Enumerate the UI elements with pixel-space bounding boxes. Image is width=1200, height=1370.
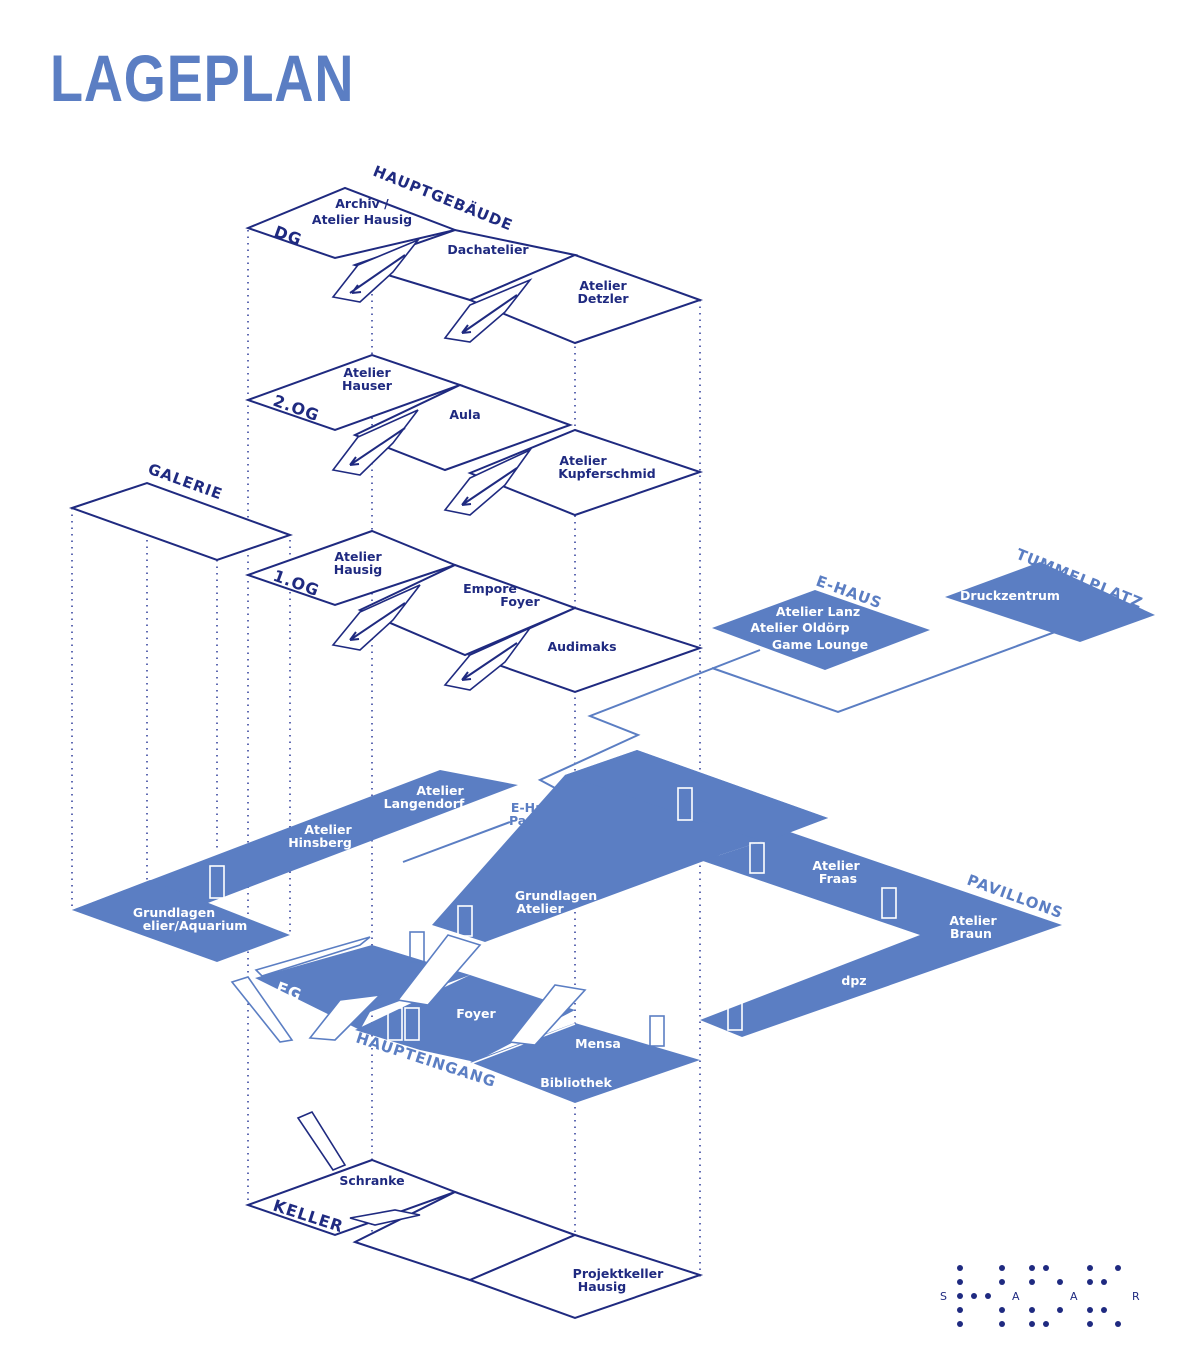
label-braun-1: Atelier xyxy=(949,913,997,928)
door-icon xyxy=(881,887,897,919)
door-icon xyxy=(749,842,765,874)
page-title: LAGEPLAN xyxy=(50,41,355,115)
label-schranke: Schranke xyxy=(339,1173,404,1188)
door-icon xyxy=(387,1007,403,1041)
logo-letter-s: S xyxy=(940,1290,947,1303)
door-icon xyxy=(209,865,225,899)
label-hauser-1: Atelier xyxy=(343,365,391,380)
room-projektkeller[interactable] xyxy=(467,1233,704,1320)
label-archiv-1: Archiv / xyxy=(335,196,389,211)
room-eg-west[interactable] xyxy=(255,945,470,1030)
label-dachatelier: Dachatelier xyxy=(447,242,529,257)
label-hausig-1: Atelier xyxy=(334,549,382,564)
label-empore-2: Foyer xyxy=(500,594,540,609)
logo-letter-a2: A xyxy=(1070,1290,1078,1303)
label-ehaus-2: Atelier Oldörp xyxy=(750,620,849,635)
label-braun-2: Braun xyxy=(950,926,992,941)
stairs-dg-1[interactable] xyxy=(331,238,421,303)
hbk-dot-mark xyxy=(957,1265,1121,1327)
label-projektkeller-1: Projektkeller xyxy=(573,1266,664,1281)
floor-2og: 2.OG Atelier Hauser Aula Atelier Kupfers… xyxy=(245,353,704,517)
label-fraas-2: Fraas xyxy=(819,871,857,886)
label-audimaks: Audimaks xyxy=(547,639,616,654)
label-grundlagen-2: Atelier xyxy=(516,901,564,916)
door-icon xyxy=(409,931,425,963)
room-e-haus[interactable] xyxy=(712,590,930,670)
label-aquarium-1: Grundlagen xyxy=(133,905,215,920)
label-bibliothek: Bibliothek xyxy=(540,1075,612,1090)
path-to-tummelplatz xyxy=(711,631,1056,714)
label-hinsberg-1: Atelier xyxy=(304,822,352,837)
room-druckzentrum[interactable] xyxy=(945,562,1155,642)
label-empore-1: Empore xyxy=(463,581,517,596)
stair-arrow-icon xyxy=(349,254,406,294)
stair-arrow-icon xyxy=(349,427,406,466)
pavillons: PAVILLONS Grundlagen Atelier Atelier Fra… xyxy=(432,750,1066,1037)
hbk-saar-logo: S A A R xyxy=(940,1265,1140,1327)
label-aula: Aula xyxy=(449,407,480,422)
stair-arrow-icon xyxy=(461,294,518,334)
pavillon-top[interactable] xyxy=(565,750,828,842)
label-mensa: Mensa xyxy=(575,1036,621,1051)
label-projektkeller-2: Hausig xyxy=(578,1279,626,1294)
label-ehaus-3: Game Lounge xyxy=(772,637,868,652)
label-detzler-1: Atelier xyxy=(579,278,627,293)
room-atelier-langendorf-hinsberg[interactable] xyxy=(72,770,518,925)
label-langendorf-2: Langendorf xyxy=(384,796,465,811)
room-audimaks[interactable] xyxy=(467,606,704,694)
label-kupferschmid-2: Kupferschmid xyxy=(558,466,655,481)
stairs-eg-1[interactable] xyxy=(308,993,383,1041)
room-galerie[interactable] xyxy=(68,481,294,562)
path-e-haus-passage xyxy=(402,821,511,863)
stairs-eg-left[interactable] xyxy=(230,976,294,1043)
door-icon xyxy=(404,1007,420,1041)
stair-arrow-icon xyxy=(461,467,518,506)
logo-letter-r: R xyxy=(1132,1290,1140,1303)
label-ehaus-1: Atelier Lanz xyxy=(776,604,860,619)
label-archiv-2: Atelier Hausig xyxy=(312,212,412,227)
door-icon xyxy=(649,1015,665,1047)
label-hausig-2: Hausig xyxy=(334,562,382,577)
label-dpz: dpz xyxy=(841,973,866,988)
label-druckzentrum: Druckzentrum xyxy=(960,588,1060,603)
floor-eg: EG Foyer Mensa Bibliothek HAUPTEINGANG xyxy=(230,931,700,1103)
stairs-eg-2[interactable] xyxy=(396,934,482,1006)
stairs-keller-entry[interactable] xyxy=(296,1110,347,1171)
label-grundlagen-1: Grundlagen xyxy=(515,888,597,903)
left-wing: Atelier Langendorf Atelier Hinsberg Grun… xyxy=(72,770,518,962)
label-foyer: Foyer xyxy=(456,1006,496,1021)
label-langendorf-1: Atelier xyxy=(416,783,464,798)
floor-keller: KELLER Schranke Projektkeller Hausig xyxy=(245,1110,704,1320)
tummelplatz: TUMMELPLATZ Druckzentrum xyxy=(945,545,1155,642)
label-aquarium-2: elier/Aquarium xyxy=(143,918,248,933)
door-icon xyxy=(677,787,693,821)
logo-letter-a1: A xyxy=(1012,1290,1020,1303)
path-to-e-haus xyxy=(537,649,761,789)
door-icon xyxy=(727,999,743,1031)
floor-1og: 1.OG Atelier Hausig Empore Foyer Audimak… xyxy=(244,529,704,694)
stairs-eg-3[interactable] xyxy=(508,984,587,1046)
stairs-eg-west[interactable] xyxy=(254,936,371,977)
room-grundlagen-aquarium[interactable] xyxy=(72,880,290,962)
room-aula[interactable] xyxy=(352,383,573,472)
galerie: GALERIE xyxy=(68,460,294,562)
floor-dg: DG Archiv / Atelier Hausig Dachatelier A… xyxy=(245,186,704,345)
e-haus: E-HAUS Atelier Lanz Atelier Oldörp Game … xyxy=(712,572,930,670)
door-icon xyxy=(457,905,473,937)
label-hauser-2: Hauser xyxy=(342,378,393,393)
room-atelier-detzler[interactable] xyxy=(467,253,704,345)
label-fraas-1: Atelier xyxy=(812,858,860,873)
connection-paths xyxy=(402,631,1056,863)
stair-arrow-icon xyxy=(461,642,518,681)
pavillon-right[interactable] xyxy=(700,832,1062,1037)
label-hinsberg-2: Hinsberg xyxy=(288,835,352,850)
label-detzler-2: Detzler xyxy=(577,291,629,306)
stair-arrow-icon xyxy=(349,602,406,641)
stairs-keller[interactable] xyxy=(349,1209,421,1226)
label-kupferschmid-1: Atelier xyxy=(559,453,607,468)
